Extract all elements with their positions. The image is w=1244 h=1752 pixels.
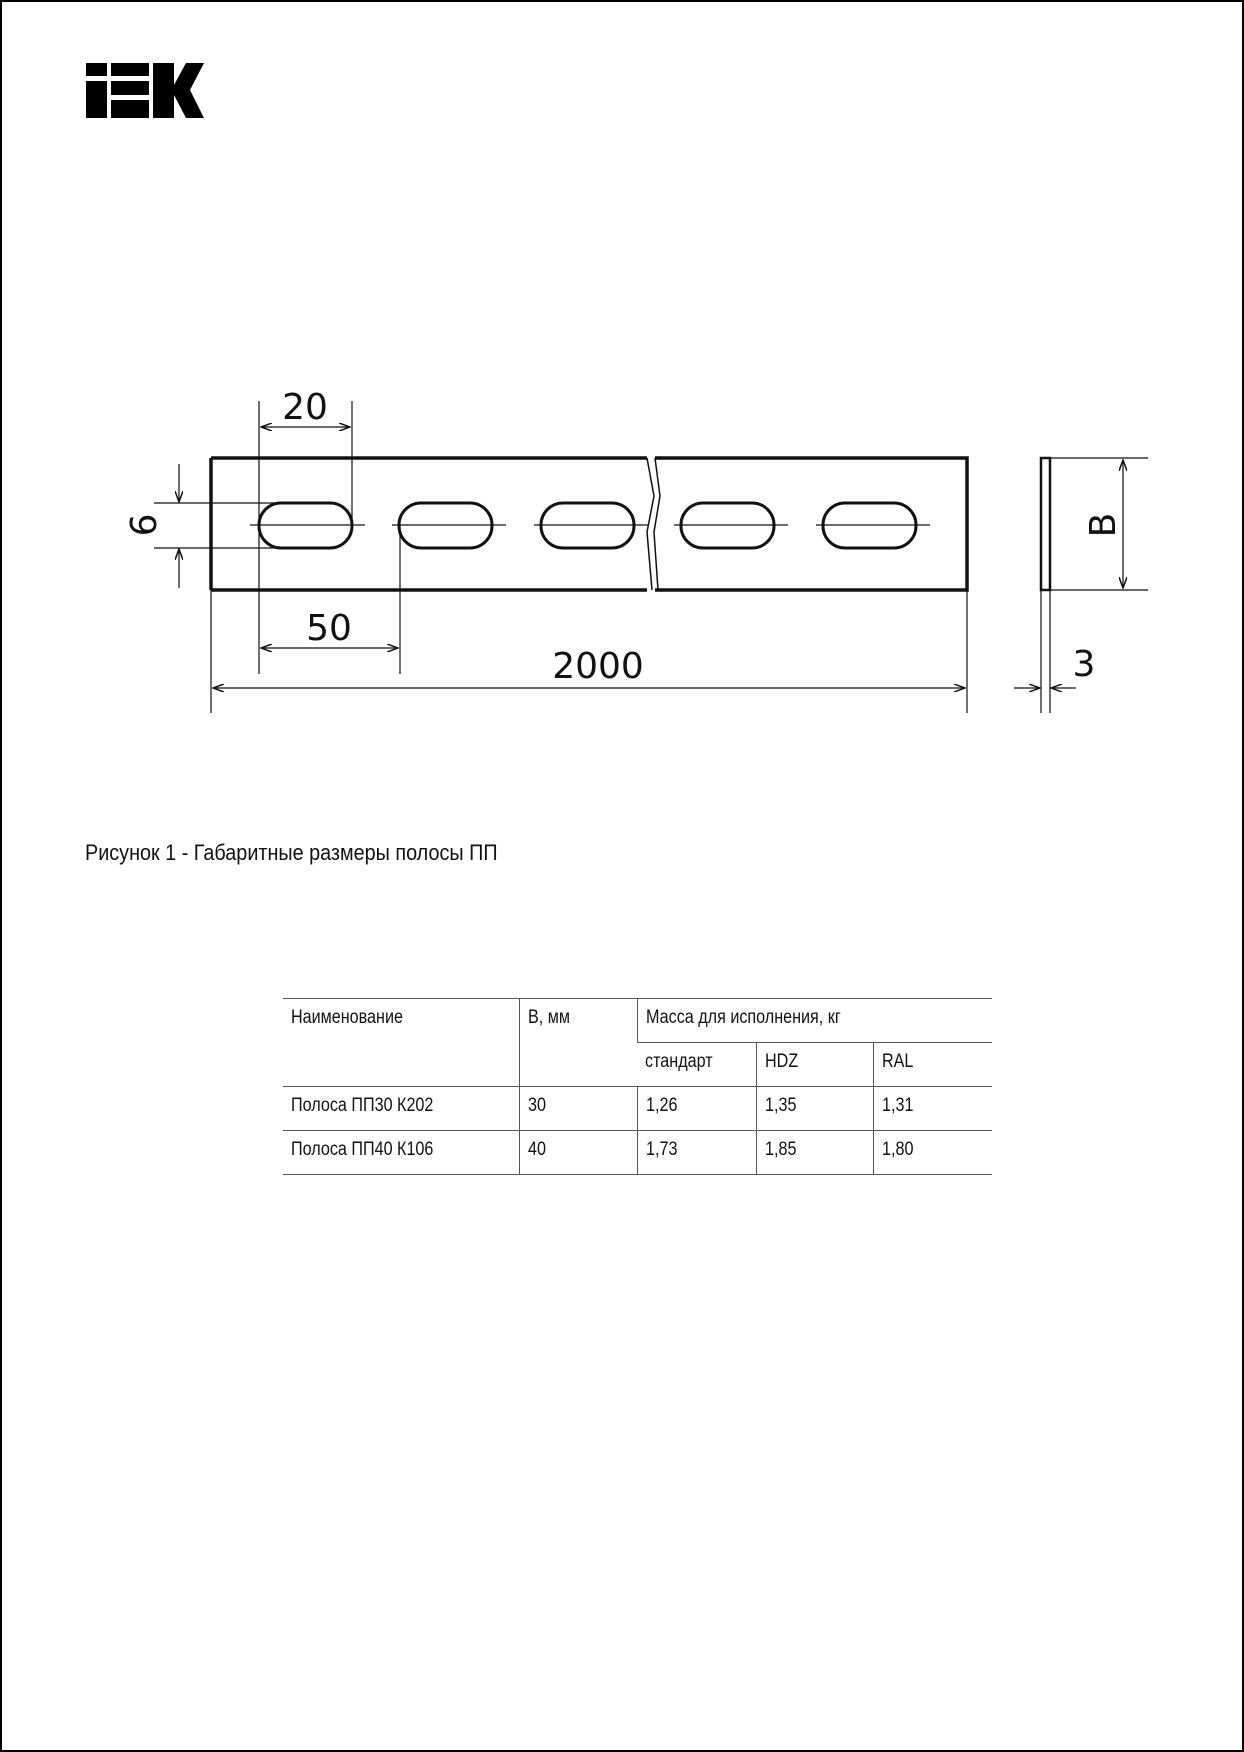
side-view xyxy=(1039,456,1052,592)
cell-ral: 1,31 xyxy=(881,1095,913,1116)
cell-standard: 1,73 xyxy=(645,1139,677,1160)
table-row: Полоса ПП30 К202 30 1,26 1,35 1,31 xyxy=(283,1086,992,1131)
table-row: Полоса ПП40 К106 40 1,73 1,85 1,80 xyxy=(283,1130,992,1175)
spec-table: Наименование B, мм Масса для исполнения,… xyxy=(283,998,992,1175)
dim-hole-length: 20 xyxy=(282,387,328,428)
iek-logo xyxy=(86,63,204,118)
strip-outline xyxy=(209,456,969,592)
dim-width: B xyxy=(1083,513,1124,538)
dim-thickness: 3 xyxy=(1073,644,1096,685)
dim-pitch: 50 xyxy=(306,608,352,649)
strip-drawing: 20 9 50 2000 B 3 xyxy=(121,387,1148,713)
cell-width: 40 xyxy=(527,1139,546,1160)
dim-hole-width: 9 xyxy=(121,514,162,537)
header-width: B, мм xyxy=(518,998,637,1087)
header-hdz: HDZ xyxy=(755,1042,873,1087)
dimension-lines xyxy=(154,401,1148,713)
header-ral: RAL xyxy=(872,1042,992,1087)
cell-hdz: 1,85 xyxy=(764,1139,796,1160)
figure-caption: Рисунок 1 - Габаритные размеры полосы ПП xyxy=(85,840,498,865)
cell-name: Полоса ПП30 К202 xyxy=(291,1095,434,1116)
cell-width: 30 xyxy=(527,1095,546,1116)
table-subheader-row: стандарт HDZ RAL xyxy=(283,1042,992,1087)
header-name: Наименование xyxy=(283,998,519,1087)
header-standard: стандарт xyxy=(637,1042,756,1087)
cell-hdz: 1,35 xyxy=(764,1095,796,1116)
header-mass-group: Масса для исполнения, кг xyxy=(636,998,992,1043)
cell-standard: 1,26 xyxy=(645,1095,677,1116)
cell-name: Полоса ПП40 К106 xyxy=(291,1139,434,1160)
table-header-row: Наименование B, мм Масса для исполнения,… xyxy=(283,998,992,1087)
dim-length: 2000 xyxy=(552,646,644,687)
cell-ral: 1,80 xyxy=(881,1139,913,1160)
